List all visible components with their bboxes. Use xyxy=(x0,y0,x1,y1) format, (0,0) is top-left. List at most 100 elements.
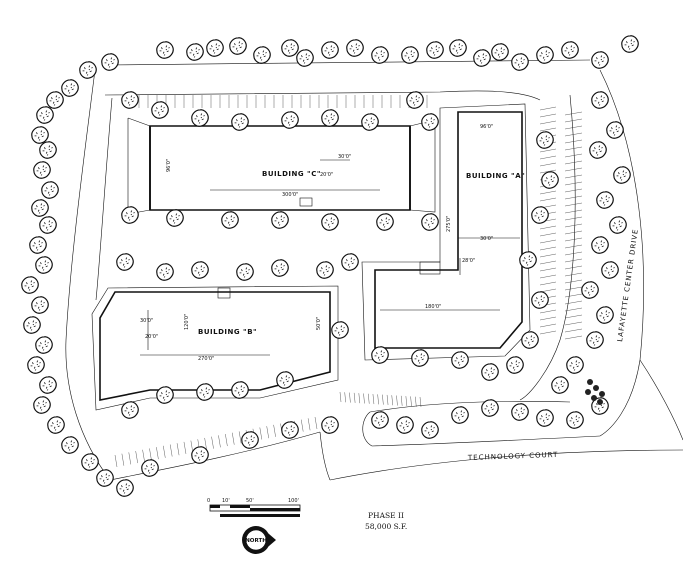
tree-icon xyxy=(596,191,614,209)
parking-stall-line xyxy=(539,162,557,167)
building-c-dim-depth: 96'0" xyxy=(166,159,172,172)
tree-icon xyxy=(61,79,79,97)
parking-stall-line xyxy=(564,167,583,172)
tree-icon xyxy=(421,421,439,439)
tree-icon xyxy=(191,446,209,464)
tree-icon xyxy=(236,263,254,281)
parking-stall-line xyxy=(564,286,583,291)
tree-icon xyxy=(566,356,584,374)
parking-stall-line xyxy=(564,118,583,123)
parking-stall-line xyxy=(564,139,583,144)
parking-stall-line xyxy=(539,225,557,230)
tree-icon xyxy=(253,46,271,64)
tree-icon xyxy=(141,459,159,477)
parking-stall-line xyxy=(314,416,318,430)
building-b-dim-depth: 120'0" xyxy=(184,314,190,330)
tree-icon xyxy=(591,236,609,254)
tree-icon xyxy=(396,416,414,434)
tree-icon xyxy=(229,37,247,55)
tree-icon xyxy=(31,199,49,217)
shrub-icon xyxy=(597,399,603,405)
parking-stall-line xyxy=(564,307,583,312)
tree-icon xyxy=(536,409,554,427)
parking-stall-line xyxy=(114,454,118,468)
parking-stall-line xyxy=(564,202,583,207)
tree-icon xyxy=(586,331,604,349)
tree-icon xyxy=(36,106,54,124)
tree-icon xyxy=(39,141,57,159)
tree-icon xyxy=(121,206,139,224)
parking-stall-line xyxy=(232,432,235,445)
building-c-label: BUILDING "C" xyxy=(262,170,321,178)
parking-stall-line xyxy=(564,335,583,340)
parking-stall-line xyxy=(539,155,557,160)
tree-icon xyxy=(519,251,537,269)
parking-stall-line xyxy=(539,330,557,335)
parking-stall-line xyxy=(344,392,346,403)
shrub-icon xyxy=(585,389,591,395)
tree-icon xyxy=(473,49,491,67)
building-a-dim-span: 30'0" xyxy=(480,236,493,242)
parking-stall-line xyxy=(539,253,557,258)
parking-stall-line xyxy=(266,426,269,439)
parking-stall-line xyxy=(564,209,583,214)
tree-icon xyxy=(241,431,259,449)
parking-stall-line xyxy=(301,419,304,432)
parking-stall-line xyxy=(539,106,557,111)
tree-icon xyxy=(221,211,239,229)
parking-stall-line xyxy=(539,127,557,132)
building-b-label: BUILDING "B" xyxy=(198,328,257,336)
tree-icon xyxy=(46,91,64,109)
tree-icon xyxy=(191,261,209,279)
tree-icon xyxy=(121,401,139,419)
tree-icon xyxy=(166,209,184,227)
parking-stall-line xyxy=(539,190,557,195)
tree-icon xyxy=(21,276,39,294)
tree-icon xyxy=(156,263,174,281)
tree-icon xyxy=(156,41,174,59)
parking-stall-line xyxy=(564,132,583,137)
parking-stall-line xyxy=(400,395,403,406)
parking-stall-line xyxy=(183,441,187,454)
tree-icon xyxy=(613,166,631,184)
tree-icon xyxy=(101,53,119,71)
parking-stall-line xyxy=(564,251,583,256)
parking-stall-line xyxy=(564,244,583,249)
parking-stall-line xyxy=(564,174,583,179)
parking-stall-line xyxy=(564,272,583,277)
parking-stall-line xyxy=(128,452,131,465)
tree-icon xyxy=(541,171,559,189)
tree-icon xyxy=(361,113,379,131)
north-label: NORTH xyxy=(245,538,267,544)
tree-icon xyxy=(536,131,554,149)
scale-tick-50: 50' xyxy=(246,498,254,504)
parking-stall-line xyxy=(564,328,583,333)
parking-stall-line xyxy=(149,448,152,461)
parking-stall-line xyxy=(307,418,311,431)
parking-stall-line xyxy=(142,449,145,462)
parking-stall-line xyxy=(564,125,583,130)
tree-icon xyxy=(581,281,599,299)
parking-stall-line xyxy=(564,188,583,193)
tree-icon xyxy=(536,46,554,64)
tree-icon xyxy=(31,126,49,144)
tree-icon xyxy=(321,416,339,434)
parking-stall-line xyxy=(163,445,166,458)
parking-stall-line xyxy=(564,237,583,242)
building-a xyxy=(361,103,531,361)
tree-icon xyxy=(561,41,579,59)
scale-tick-10: 10' xyxy=(222,498,230,504)
tree-icon xyxy=(276,371,294,389)
tree-icon xyxy=(121,91,139,109)
parking-stall-line xyxy=(176,443,180,456)
parking-stall-line xyxy=(564,265,583,270)
shrub-icon xyxy=(587,379,593,385)
tree-icon xyxy=(346,39,364,57)
parking-stall-line xyxy=(405,396,408,407)
parking-stall-line xyxy=(415,396,417,407)
scale-tick-100: 100' xyxy=(288,498,299,504)
tree-icon xyxy=(531,291,549,309)
parking-stall-line xyxy=(363,393,365,404)
shrub-icon xyxy=(599,391,605,397)
